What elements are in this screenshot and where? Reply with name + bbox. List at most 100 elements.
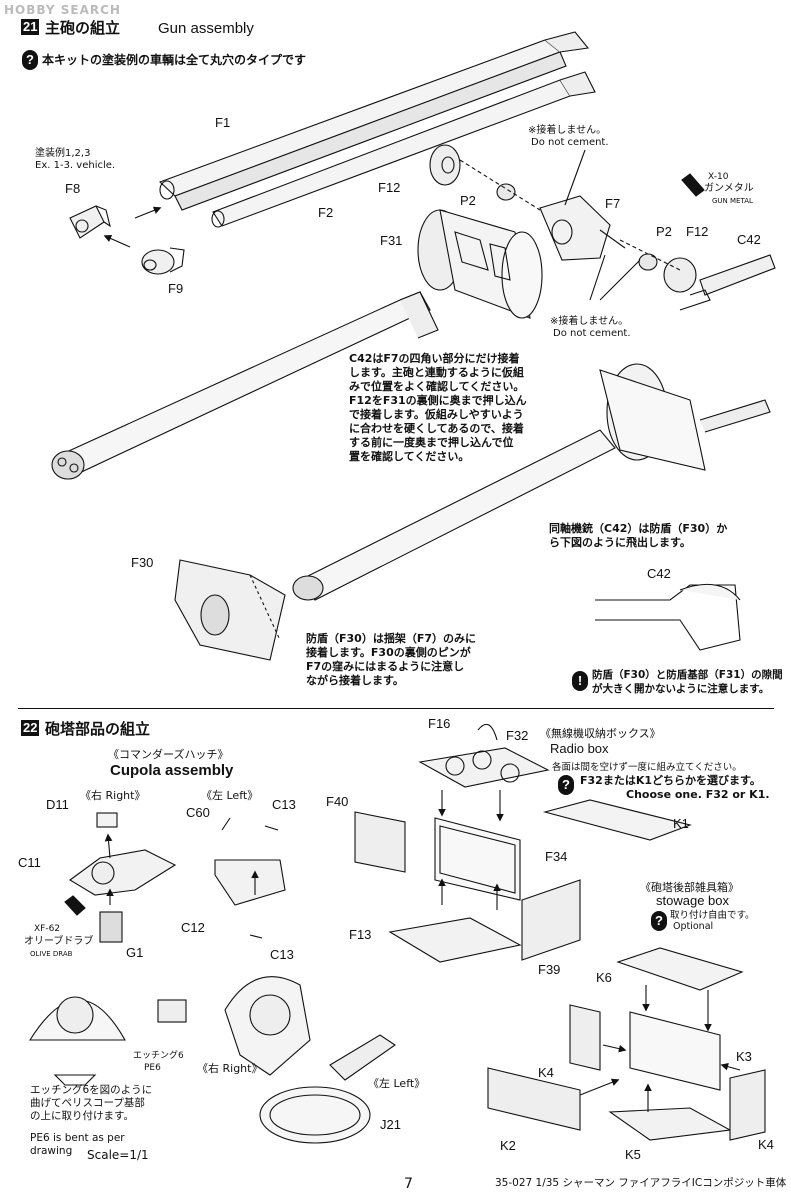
note-f30-line: 接着します。F30の裏側のピンが [306, 646, 471, 659]
ex-label-jp: 塗装例1,2,3 [35, 148, 91, 159]
note-f30-line: ながら接着します。 [306, 674, 404, 687]
paint-code: X-10 [708, 172, 729, 182]
part-p2-drawing-2 [638, 253, 658, 271]
cupola-right-drawing [64, 812, 177, 943]
paint-en: GUN METAL [712, 197, 753, 205]
periscope-detail [29, 996, 187, 1086]
cupola-left-drawing [214, 817, 286, 939]
hatch-right-label: 《右 Right》 [197, 1062, 263, 1075]
label-c13-b: C13 [270, 947, 294, 962]
label-f39: F39 [538, 962, 561, 977]
cupola-title-jp: 《コマンダーズハッチ》 [108, 748, 229, 761]
etch-note-line: 曲げてペリスコープ基部 [30, 1097, 145, 1109]
label-f1: F1 [215, 115, 231, 130]
stowage-title-en: stowage box [656, 893, 729, 908]
part-f12-drawing-2 [663, 257, 697, 293]
label-f8: F8 [65, 181, 81, 196]
watermark-logo: HOBBY SEARCH [4, 3, 121, 17]
no-cement-1-jp: ※接着しません。 [528, 125, 607, 136]
hatch-left-label: 《左 Left》 [368, 1077, 426, 1090]
label-k1: K1 [673, 816, 689, 831]
label-j21: J21 [380, 1117, 401, 1132]
label-c12: C12 [181, 920, 205, 935]
note-c42-line: みで位置をよく確認してください。 [349, 380, 525, 393]
note-mg-line: ら下図のように飛出します。 [549, 536, 691, 549]
radio-note-3: Choose one. F32 or K1. [626, 788, 770, 801]
label-k4-a: K4 [538, 1065, 554, 1080]
assembly-arrows [104, 790, 741, 1112]
label-k3: K3 [736, 1049, 752, 1064]
barrel-halves-f1-f2 [158, 31, 596, 228]
label-f7: F7 [605, 196, 621, 211]
part-f9-drawing [141, 247, 185, 275]
radio-box-drawing [354, 723, 692, 963]
optional-en: Optional [673, 921, 714, 932]
note-c42-line: F12をF31の裏側に奥まで押し込ん [349, 394, 527, 407]
product-code: 35-027 1/35 シャーマン ファイアフライICコンポジット車体 [495, 1177, 787, 1189]
radio-note-2: F32またはK1どちらかを選びます。 [580, 774, 761, 787]
step-22-title-jp: 砲塔部品の組立 [45, 720, 151, 738]
label-c42-a: C42 [737, 232, 761, 247]
etch-note-line: エッチング6を図のように [30, 1084, 153, 1096]
step-21-title-jp: 主砲の組立 [45, 19, 121, 37]
radio-note-1: 各面は間を空けず一度に組み立てください。 [552, 762, 742, 773]
note-c42-line: に合わせを硬くしてあるので、接着 [349, 422, 524, 435]
label-f40: F40 [326, 794, 349, 809]
label-c42-b: C42 [647, 566, 671, 581]
caution-icon: ? [22, 50, 38, 70]
radio-title-en: Radio box [550, 741, 609, 756]
label-c60: C60 [186, 805, 210, 820]
page-number: 7 [404, 1176, 413, 1192]
label-f16: F16 [428, 716, 451, 731]
label-f34: F34 [545, 849, 568, 864]
step-21-number: 21 [21, 19, 40, 35]
cupola-left-label: 《左 Left》 [201, 789, 259, 802]
etch-en-line: PE6 is bent as per [30, 1132, 125, 1144]
label-f12-a: F12 [378, 180, 401, 195]
part-p2-drawing-1 [496, 183, 516, 201]
paint2-code: XF-62 [34, 924, 61, 934]
optional-jp: 取り付け自由です。 [670, 910, 755, 921]
note-mg-line: 同軸機銃（C42）は防盾（F30）か [549, 522, 728, 535]
part-c42-drawing [699, 254, 776, 296]
part-f12-drawing [429, 144, 461, 186]
coax-mg-inset [595, 583, 741, 651]
no-cement-2-jp: ※接着しません。 [550, 316, 629, 327]
paint-jp: ガンメタル [704, 183, 754, 194]
scale-label: Scale=1/1 [87, 1148, 149, 1162]
step-22-number: 22 [21, 720, 40, 736]
label-p2-a: P2 [460, 193, 476, 208]
note-c42-line: 置を確認してください。 [349, 450, 470, 463]
note-c42-line: で接着します。仮組みしやすいよう [349, 408, 524, 421]
label-k2: K2 [500, 1138, 516, 1153]
label-k5: K5 [625, 1147, 641, 1162]
label-f9: F9 [168, 281, 184, 296]
label-c11: C11 [18, 855, 41, 870]
label-f32: F32 [506, 728, 529, 743]
label-f12-b: F12 [686, 224, 709, 239]
etch-jp: エッチング6 [133, 1051, 184, 1061]
assembled-gun [292, 363, 771, 601]
turret-hatch-drawing [224, 976, 396, 1144]
stowage-box-drawing [487, 947, 766, 1141]
label-g1: G1 [126, 945, 144, 960]
label-d11: D11 [46, 797, 69, 812]
paint2-en: OLIVE DRAB [30, 950, 73, 958]
note-c42-line: します。主砲と連動するように仮組 [349, 366, 524, 379]
caution-icon-gap: ! [572, 671, 588, 691]
cupola-title-en: Cupola assembly [110, 762, 234, 779]
no-cement-1-en: Do not cement. [531, 137, 609, 148]
part-f31-drawing [417, 209, 543, 319]
part-f7-drawing [539, 195, 626, 261]
label-f31: F31 [380, 233, 403, 248]
label-f2: F2 [318, 205, 334, 220]
note-f30-line: 防盾（F30）は揺架（F7）のみに [306, 632, 476, 645]
paint2-jp: オリーブドラブ [24, 936, 94, 947]
label-f13: F13 [349, 927, 372, 942]
label-c13-a: C13 [272, 797, 296, 812]
label-f30: F30 [131, 555, 154, 570]
caution-icon-stowage: ? [651, 911, 667, 931]
radio-title-jp: 《無線機収納ボックス》 [540, 727, 661, 740]
note-c42-line: C42はF7の四角い部分にだけ接着 [349, 352, 520, 365]
